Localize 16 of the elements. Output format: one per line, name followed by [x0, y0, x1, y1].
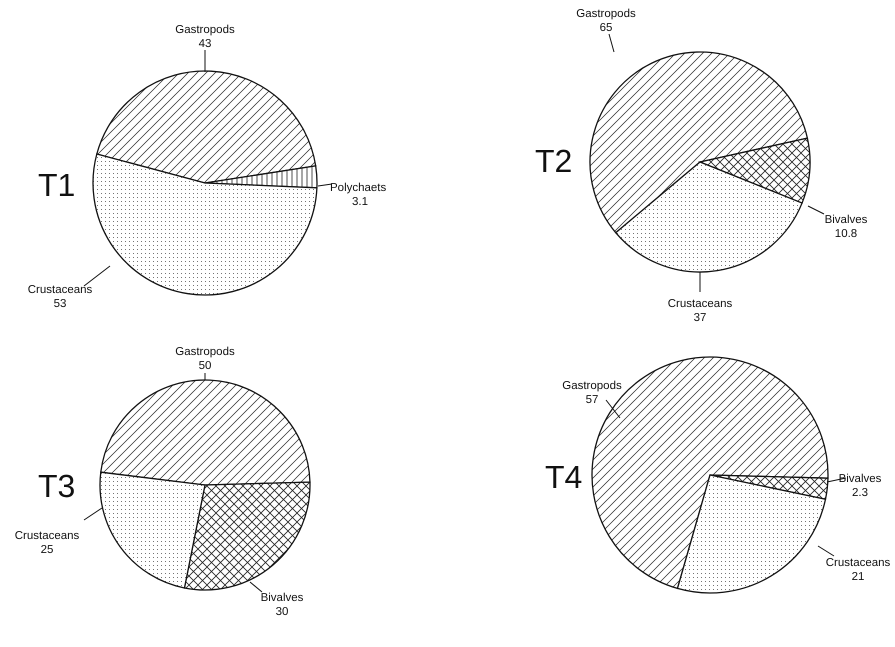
chart-title: T3	[38, 468, 76, 504]
slice-label: Crustaceans 25	[14, 530, 80, 556]
slice-label: Bivalves 10.8	[824, 214, 868, 240]
slice-label: Bivalves 30	[260, 592, 304, 618]
slice-label: Crustaceans 53	[28, 284, 92, 310]
chart-title: T1	[38, 167, 76, 203]
slice-label: Crustaceans 21	[826, 557, 890, 583]
slice-label: Gastropods 43	[175, 24, 235, 50]
slice-label: Polychaets 3.1	[330, 182, 386, 208]
chart-title: T4	[545, 459, 582, 495]
chart-title: T2	[535, 143, 572, 179]
slice-label: Gastropods 57	[562, 380, 622, 406]
slice-label: Gastropods 50	[175, 346, 235, 372]
slice-label: Crustaceans 37	[668, 298, 732, 324]
slice-label: Bivalves 2.3	[838, 473, 882, 499]
slice-label: Gastropods 65	[576, 8, 636, 34]
